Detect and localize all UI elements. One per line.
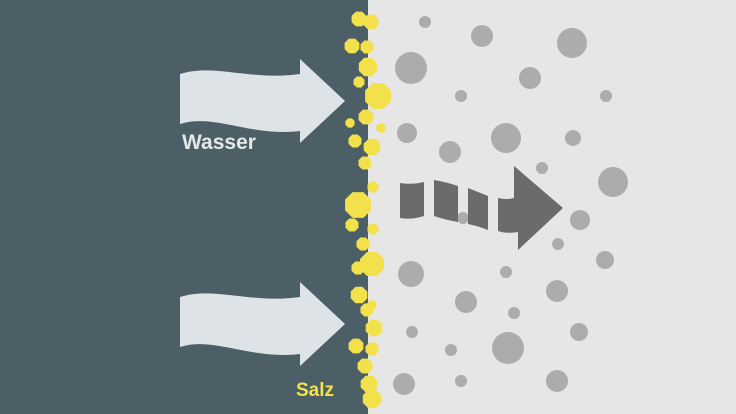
particle-icon <box>457 212 469 224</box>
salt-crystal-icon <box>367 181 379 193</box>
salt-crystal-icon <box>358 156 372 170</box>
flow-arrow-segment <box>498 166 563 250</box>
salt-crystal-icon <box>353 76 365 88</box>
particle-icon <box>398 261 424 287</box>
salt-crystal-icon <box>358 57 378 77</box>
salt-label: Salz <box>296 380 335 401</box>
flow-arrow-icon <box>400 166 563 250</box>
particle-icon <box>455 90 467 102</box>
particle-icon <box>546 370 568 392</box>
particle-icon <box>395 52 427 84</box>
salt-crystal-icon <box>348 134 362 148</box>
salt-crystal-icon <box>365 319 383 337</box>
salt-crystal-icon <box>351 261 365 275</box>
salt-crystal-group <box>344 11 391 409</box>
water-arrow-group <box>180 59 345 366</box>
flow-arrow-segment <box>434 180 458 222</box>
particle-icon <box>492 332 524 364</box>
salt-crystal-icon <box>345 192 371 218</box>
particle-icon <box>600 90 612 102</box>
water-label: Wasser <box>182 131 256 154</box>
salt-crystal-icon <box>345 218 359 232</box>
salt-crystal-icon <box>376 123 386 133</box>
salt-crystal-icon <box>350 286 368 304</box>
water-arrow-icon <box>180 59 345 143</box>
particle-icon <box>598 167 628 197</box>
particle-icon <box>455 291 477 313</box>
particle-icon <box>536 162 548 174</box>
particle-icon <box>406 326 418 338</box>
salt-crystal-icon <box>363 14 379 30</box>
particle-icon <box>445 344 457 356</box>
particle-icon <box>491 123 521 153</box>
particle-icon <box>471 25 493 47</box>
water-arrow-icon <box>180 282 345 366</box>
salt-crystal-icon <box>362 389 382 409</box>
salt-crystal-icon <box>348 338 364 354</box>
salt-crystal-icon <box>344 38 360 54</box>
particle-icon <box>570 210 590 230</box>
salt-crystal-icon <box>365 342 379 356</box>
salt-crystal-icon <box>358 109 374 125</box>
particle-icon <box>393 373 415 395</box>
salt-crystal-icon <box>345 118 355 128</box>
salt-crystal-icon <box>360 375 378 393</box>
particle-icon <box>508 307 520 319</box>
particle-icon <box>596 251 614 269</box>
salt-crystal-icon <box>365 83 391 109</box>
particle-group <box>393 16 628 395</box>
salt-crystal-icon <box>351 11 367 27</box>
salt-crystal-icon <box>363 138 381 156</box>
particle-icon <box>500 266 512 278</box>
particle-icon <box>439 141 461 163</box>
salt-crystal-icon <box>357 358 373 374</box>
particle-icon <box>519 67 541 89</box>
particle-icon <box>552 238 564 250</box>
particle-icon <box>397 123 417 143</box>
flow-arrow-segment <box>468 188 488 230</box>
particle-icon <box>565 130 581 146</box>
salt-crystal-icon <box>360 252 384 276</box>
salt-crystal-icon <box>360 40 374 54</box>
particle-icon <box>455 375 467 387</box>
flow-arrow-segment <box>400 182 424 219</box>
particle-icon <box>557 28 587 58</box>
particle-icon <box>419 16 431 28</box>
particle-icon <box>570 323 588 341</box>
salt-crystal-icon <box>356 237 370 251</box>
salt-crystal-icon <box>360 303 374 317</box>
salt-crystal-icon <box>367 223 379 235</box>
particle-icon <box>546 280 568 302</box>
